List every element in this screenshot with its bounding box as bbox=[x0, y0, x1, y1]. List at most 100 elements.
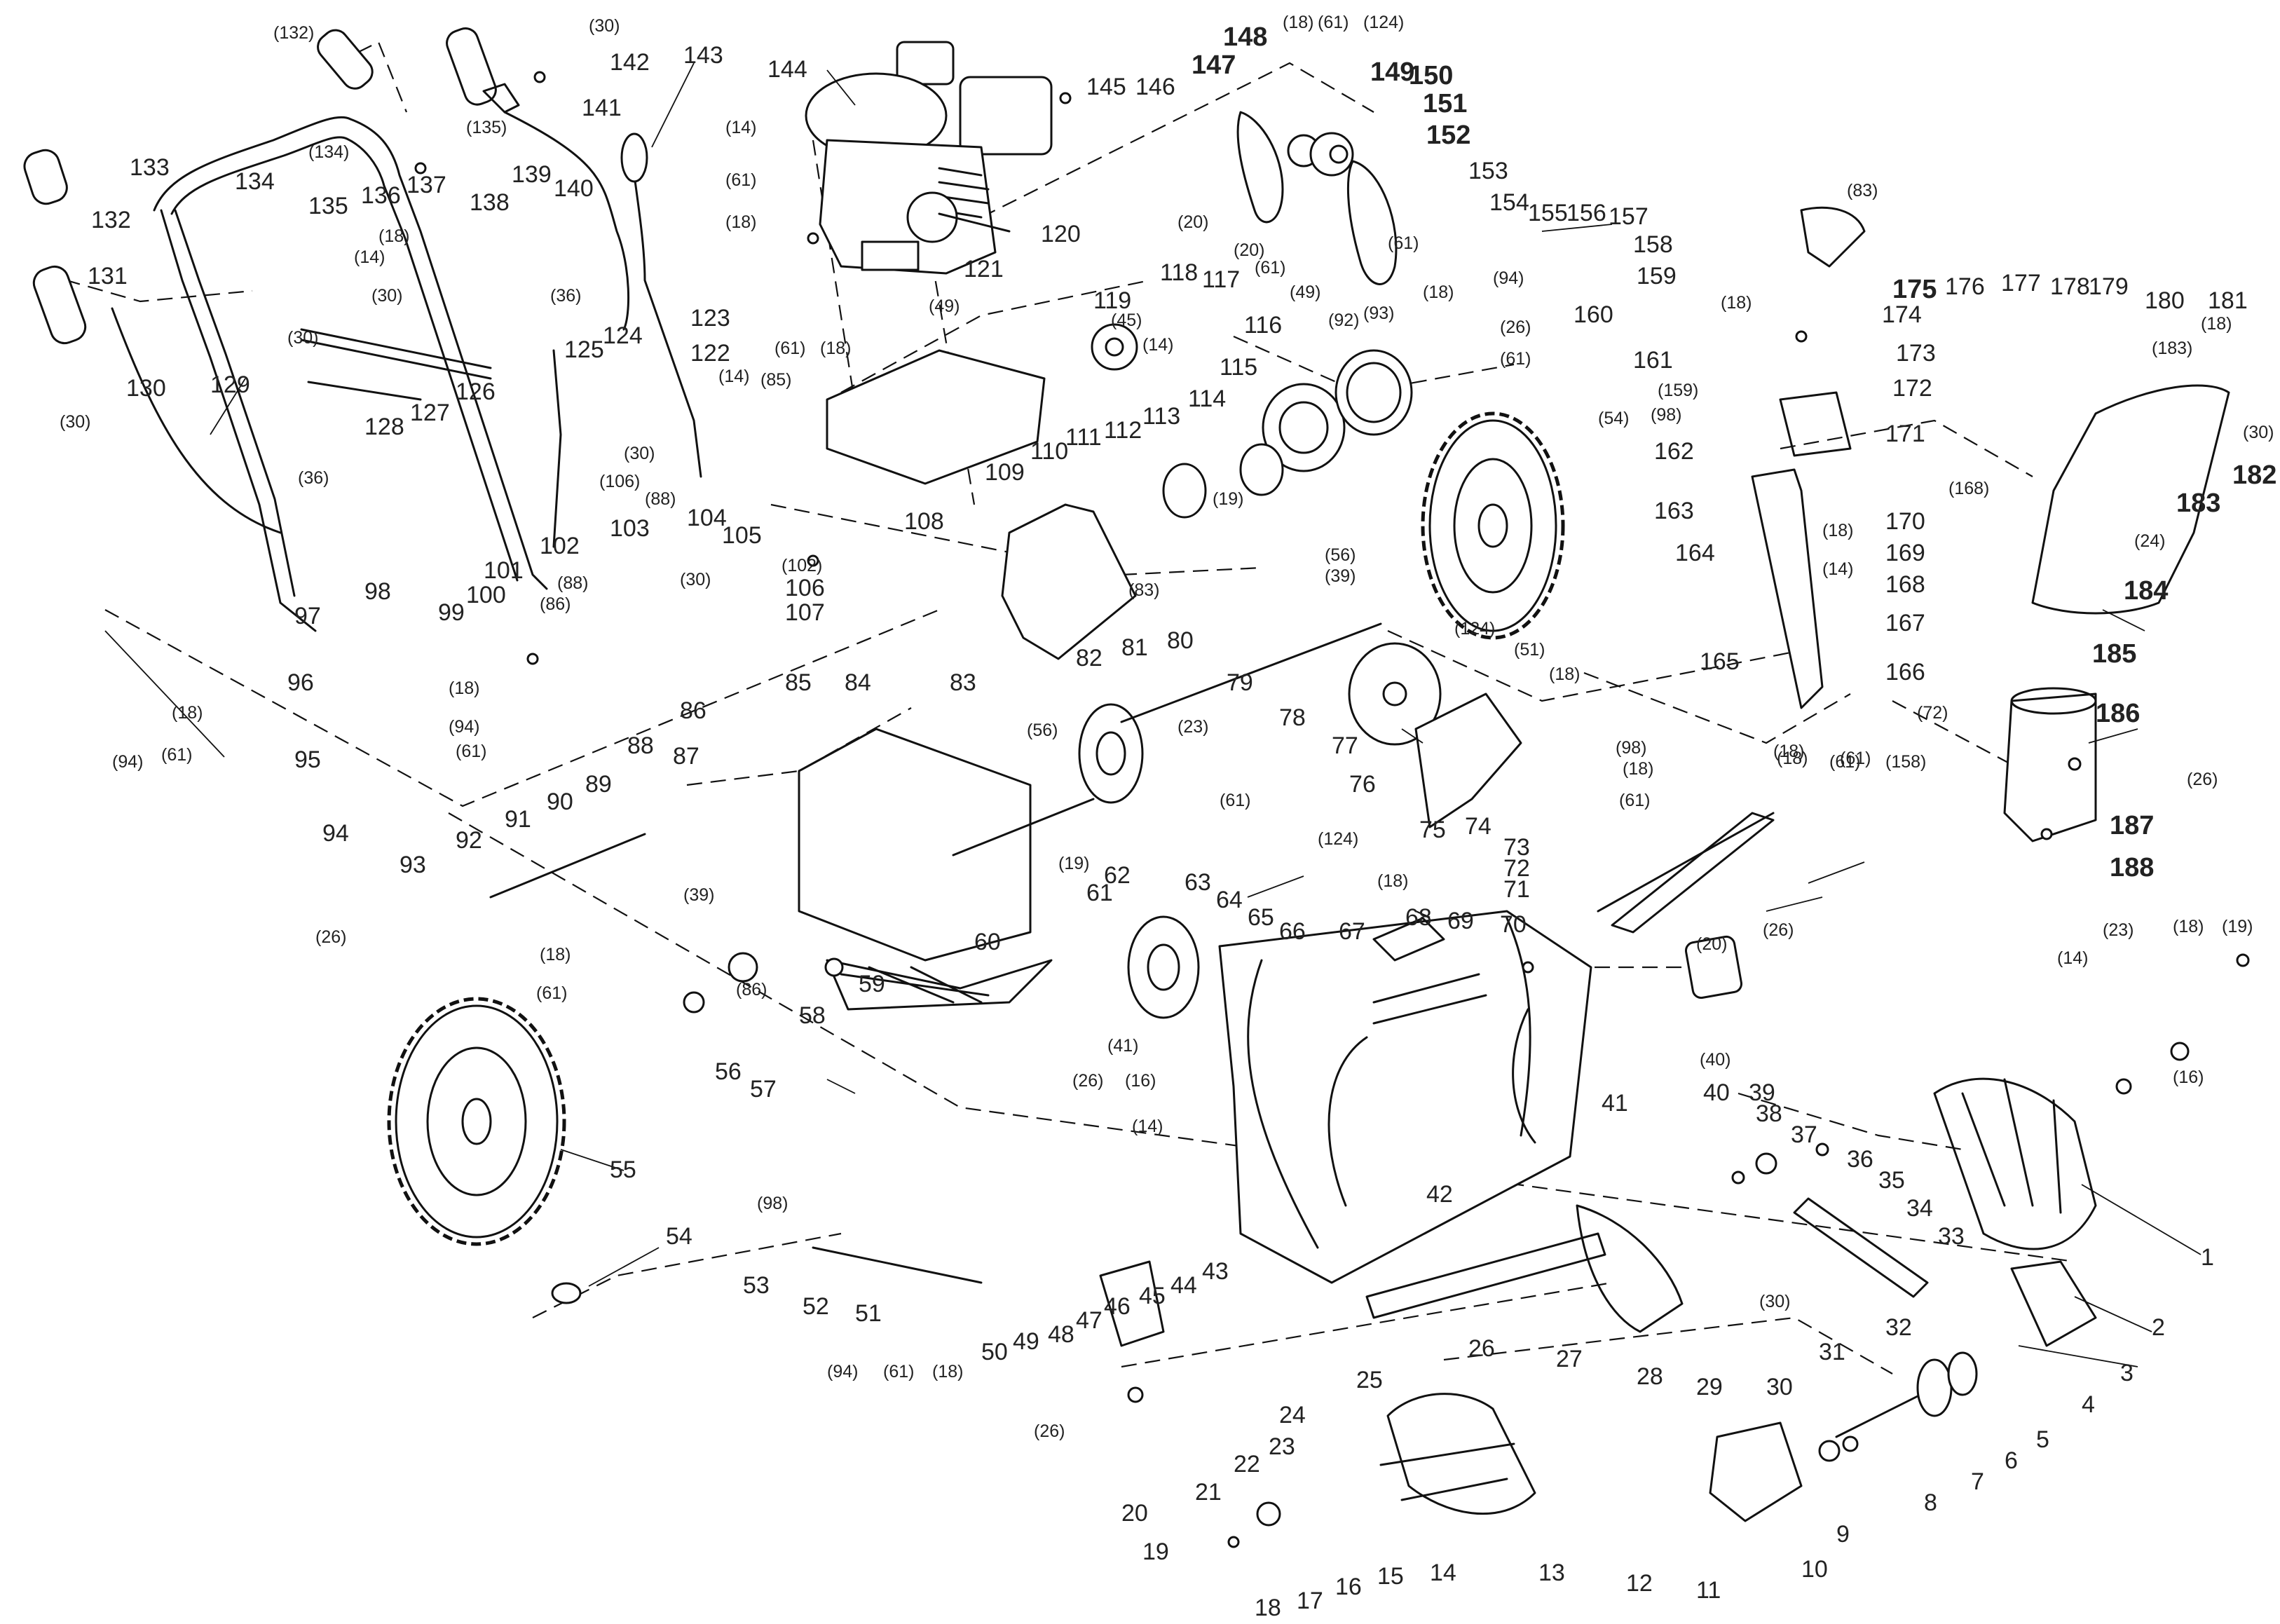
callout-111: 111 bbox=[1065, 424, 1102, 451]
ref-label: (61) bbox=[536, 983, 567, 1003]
callout-49: 49 bbox=[1013, 1328, 1039, 1355]
callout-85: 85 bbox=[785, 669, 812, 696]
callout-23: 23 bbox=[1269, 1433, 1295, 1460]
callout-109: 109 bbox=[985, 459, 1025, 486]
callout-124: 124 bbox=[603, 322, 643, 349]
callout-93: 93 bbox=[400, 852, 426, 878]
callout-83: 83 bbox=[950, 669, 976, 696]
callout-6: 6 bbox=[2005, 1447, 2018, 1474]
callout-110: 110 bbox=[1030, 438, 1068, 465]
auger-housing bbox=[1099, 910, 1743, 1347]
callout-30: 30 bbox=[1766, 1374, 1793, 1400]
ref-label: (92) bbox=[1328, 311, 1359, 330]
ref-label: (26) bbox=[1763, 920, 1794, 940]
ref-label: (20) bbox=[1696, 934, 1727, 954]
callout-48: 48 bbox=[1048, 1321, 1074, 1348]
callout-52: 52 bbox=[803, 1293, 829, 1320]
auger-spirals bbox=[1379, 1077, 2097, 1515]
ref-label: (16) bbox=[1125, 1071, 1156, 1091]
callout-75: 75 bbox=[1419, 817, 1446, 843]
callout-166: 166 bbox=[1885, 659, 1925, 685]
callout-183: 183 bbox=[2176, 489, 2220, 518]
callout-26: 26 bbox=[1468, 1335, 1495, 1362]
callout-1: 1 bbox=[2201, 1244, 2214, 1271]
callout-7: 7 bbox=[1971, 1468, 1984, 1495]
callout-12: 12 bbox=[1626, 1570, 1653, 1597]
callout-178: 178 bbox=[2050, 273, 2090, 300]
callout-90: 90 bbox=[547, 789, 573, 815]
ref-label: (18) bbox=[2201, 314, 2232, 334]
ref-label: (61) bbox=[1318, 13, 1349, 32]
ref-label: (18) bbox=[1721, 293, 1752, 313]
callout-128: 128 bbox=[364, 414, 404, 440]
callout-40: 40 bbox=[1703, 1079, 1730, 1106]
ref-label: (30) bbox=[680, 570, 711, 589]
callout-28: 28 bbox=[1637, 1363, 1663, 1390]
ref-label: (18) bbox=[172, 703, 203, 723]
belt-cover bbox=[1001, 503, 1137, 660]
callout-120: 120 bbox=[1041, 221, 1081, 247]
callout-79: 79 bbox=[1227, 669, 1253, 696]
callout-156: 156 bbox=[1566, 200, 1606, 226]
callout-144: 144 bbox=[767, 56, 807, 83]
callout-29: 29 bbox=[1696, 1374, 1723, 1400]
callout-43: 43 bbox=[1202, 1258, 1229, 1285]
ref-label: (30) bbox=[287, 328, 318, 348]
callout-71: 71 bbox=[1503, 876, 1530, 903]
callout-32: 32 bbox=[1885, 1314, 1912, 1341]
ref-label: (26) bbox=[1500, 318, 1531, 337]
callout-132: 132 bbox=[91, 207, 131, 233]
callout-4: 4 bbox=[2082, 1391, 2095, 1418]
ref-label: (18) bbox=[1623, 759, 1653, 779]
callout-88: 88 bbox=[627, 732, 654, 759]
callout-179: 179 bbox=[2089, 273, 2129, 300]
ref-label: (14) bbox=[725, 118, 756, 137]
ref-label: (85) bbox=[760, 370, 791, 390]
ref-label: (106) bbox=[599, 472, 640, 491]
ref-label: (36) bbox=[550, 286, 581, 306]
ref-label: (88) bbox=[557, 573, 588, 593]
callout-170: 170 bbox=[1885, 508, 1925, 535]
callout-181: 181 bbox=[2208, 287, 2248, 314]
callout-138: 138 bbox=[470, 189, 510, 216]
callout-150: 150 bbox=[1409, 61, 1453, 90]
callout-116: 116 bbox=[1244, 312, 1282, 339]
callout-58: 58 bbox=[799, 1002, 826, 1029]
ref-label: (61) bbox=[1388, 233, 1419, 253]
callout-84: 84 bbox=[845, 669, 871, 696]
ref-label: (61) bbox=[456, 742, 486, 761]
callout-121: 121 bbox=[964, 256, 1004, 282]
callout-56: 56 bbox=[715, 1058, 742, 1085]
ref-label: (30) bbox=[1759, 1292, 1790, 1311]
hardware bbox=[414, 71, 2250, 1548]
ref-label: (61) bbox=[883, 1362, 914, 1381]
ref-label: (18) bbox=[932, 1362, 963, 1381]
ref-label: (51) bbox=[1514, 640, 1545, 660]
ref-label: (14) bbox=[2057, 948, 2088, 968]
reference-labels: (132) (30) (135) (134) (18) (14) (30) (3… bbox=[60, 13, 2274, 1441]
callout-152: 152 bbox=[1426, 121, 1470, 150]
callout-14: 14 bbox=[1430, 1560, 1456, 1586]
ref-label: (23) bbox=[1177, 717, 1208, 737]
callout-65: 65 bbox=[1248, 904, 1274, 931]
callout-117: 117 bbox=[1202, 266, 1240, 293]
ref-label: (124) bbox=[1454, 619, 1495, 639]
callout-114: 114 bbox=[1188, 385, 1226, 412]
callout-17: 17 bbox=[1297, 1588, 1323, 1614]
ref-label: (30) bbox=[589, 16, 620, 36]
callout-68: 68 bbox=[1405, 904, 1432, 931]
callout-78: 78 bbox=[1279, 704, 1306, 731]
callout-146: 146 bbox=[1135, 74, 1175, 100]
ref-label: (135) bbox=[466, 118, 507, 137]
callout-149: 149 bbox=[1370, 57, 1414, 87]
callout-136: 136 bbox=[361, 182, 401, 209]
ref-label: (94) bbox=[1493, 268, 1524, 288]
callout-73: 73 bbox=[1503, 834, 1530, 861]
callout-69: 69 bbox=[1447, 908, 1474, 934]
ref-label: (18) bbox=[378, 226, 409, 246]
callout-89: 89 bbox=[585, 771, 612, 798]
callout-187: 187 bbox=[2110, 811, 2154, 840]
callout-42: 42 bbox=[1426, 1181, 1453, 1208]
callout-172: 172 bbox=[1892, 375, 1932, 402]
callout-103: 103 bbox=[610, 515, 650, 542]
